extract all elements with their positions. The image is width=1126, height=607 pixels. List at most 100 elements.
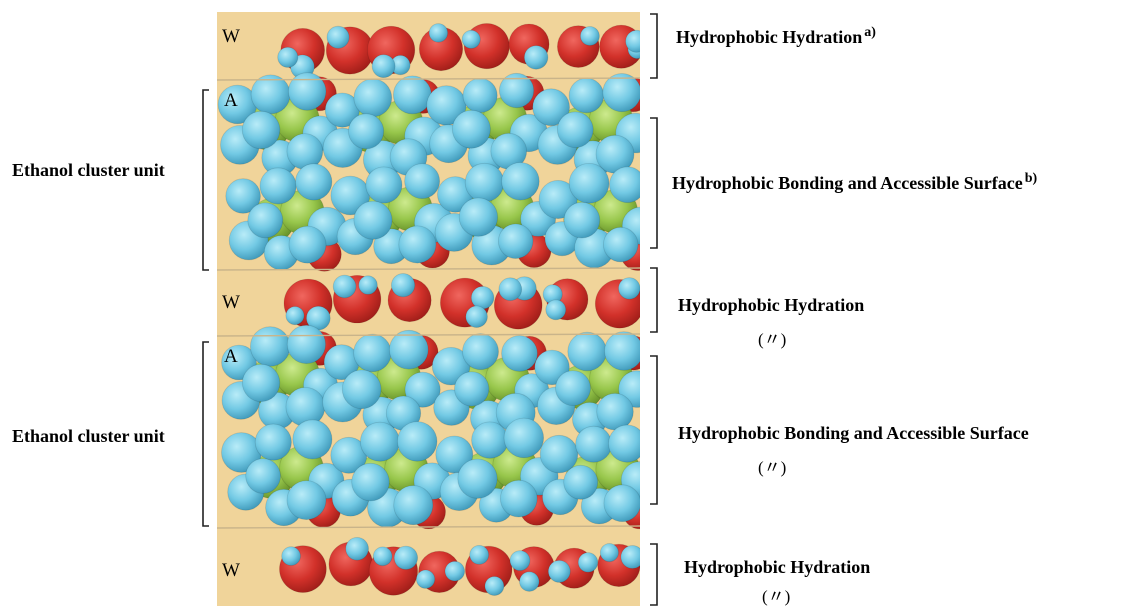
hydrogen-atom [563,464,599,500]
hydrogen-atom [457,458,498,499]
layer-letter-w-3: W [222,560,240,581]
hydrogen-atom [388,329,429,370]
right-label-text: Hydrophobic Bonding and Accessible Surfa… [672,173,1023,193]
hydrogen-atom [348,113,385,150]
water-layer [277,23,640,80]
left-bracket [202,89,209,271]
hydrogen-atom [563,201,601,239]
hydrogen-atom [603,226,639,263]
hydrogen-atom [501,162,540,201]
layer-letter-a-2: A [224,346,238,367]
hydrogen-atom [532,88,570,126]
layer-letter-w-2: W [222,292,240,313]
hydrogen-atom [539,434,579,474]
hydrogen-atom [288,72,327,111]
hydrogen-atom [247,202,284,239]
hydrogen-atom [580,26,600,46]
hydrogen-atom [428,23,449,43]
hydrogen-atom [292,419,333,460]
right-label-text: Hydrophobic Hydration [676,27,863,47]
hydrogen-atom [599,543,619,563]
hydrogen-atom [509,550,531,571]
hydrogen-atom [281,546,301,566]
hydrogen-atom [604,331,640,371]
hydrogen-atom [351,462,390,502]
right-bracket [650,267,658,333]
hydrogen-atom [393,485,434,526]
hydrogen-atom [365,166,403,204]
hydrogen-atom [404,371,441,408]
water-layer [279,536,640,596]
hydrogen-atom [415,569,436,589]
right-label-hydration-3: Hydrophobic Hydration [684,557,871,577]
layer-separator [217,333,640,337]
hydrogen-atom [332,274,357,299]
hydrogen-atom [353,200,393,240]
hydrogen-atom [254,423,292,461]
hydrogen-atom [596,393,634,431]
hydrogen-atom [602,73,640,113]
hydrogen-atom [341,369,382,410]
hydrogen-atom [470,286,495,310]
hydrogen-atom [547,560,571,583]
hydrogen-atom [609,166,640,203]
hydrogen-atom [404,163,441,200]
hydrogen-atom [618,277,640,300]
hydrogen-atom [523,45,549,70]
layer-separator [217,267,640,271]
hydrogen-atom [326,25,350,49]
layer-separator [217,77,640,81]
layer-letter-a-1: A [224,90,238,111]
ditto-mark-3: (〃) [762,587,791,606]
molecule-layers [217,23,640,596]
brackets [202,13,658,606]
footnote-a: a) [864,25,876,40]
ethanol-cluster-label-1: Ethanol cluster unit [12,160,165,180]
hydrogen-atom [519,571,540,592]
water-layer [283,273,640,331]
hydrogen-atom [608,424,640,463]
hydrogen-atom [568,163,610,204]
hydrogen-atom [471,421,509,459]
hydrogen-atom [464,162,505,203]
ethanol-layer [221,324,640,530]
hydrogen-atom [462,78,498,114]
hydrogen-atom [353,78,393,118]
hydrogen-atom [620,545,640,569]
hydrogen-atom [545,299,567,321]
hydrogen-atom [285,306,305,326]
left-bracket [202,341,209,527]
ditto-mark-2: (〃) [758,458,787,477]
hydrogen-atom [398,225,437,264]
hydrogen-atom [353,333,392,373]
hydrogen-atom [286,480,327,521]
hydrogen-atom [484,576,505,596]
right-bracket [650,117,658,249]
right-bracket [650,355,658,505]
hydrogen-atom [498,277,523,302]
hydrogen-atom [575,425,612,463]
hydrogen-atom [555,370,591,407]
right-bracket [650,543,658,606]
hydrogen-atom [503,417,544,459]
hydrogen-atom [462,333,499,371]
hydrogen-atom [286,324,326,364]
hydrogen-atom [454,371,490,407]
layer-separator [217,525,640,529]
hydrogen-atom [390,273,416,298]
right-label-bonding-2: Hydrophobic Bonding and Accessible Surfa… [678,423,1029,443]
hydrogen-atom [603,484,640,522]
hydrogen-atom [288,225,327,264]
hydrogen-atom [358,275,378,295]
hydrogen-atom [556,111,594,148]
hydrogen-atom [498,72,535,109]
hydrogen-atom [277,46,299,68]
hydrogen-atom [577,552,599,573]
hydrogen-atom [465,305,488,328]
hydrogen-atom [372,546,393,567]
hydrogen-atom [458,197,498,237]
hydrogen-atom [469,545,490,565]
hydrogen-atom [393,545,418,570]
